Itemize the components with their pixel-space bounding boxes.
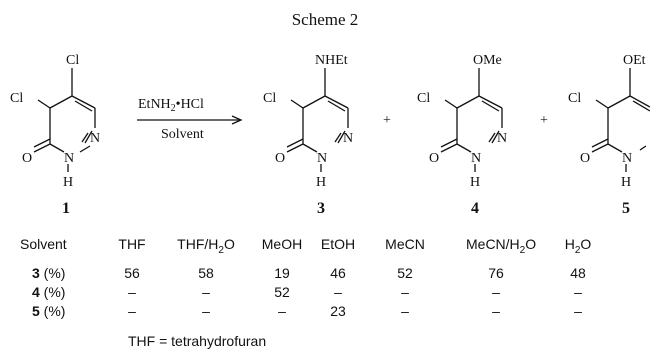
- compound-5-cl: Cl: [568, 91, 581, 106]
- cell-3-h2o: 48: [570, 265, 586, 281]
- compound-1-structure: Cl Cl O N N H 1: [10, 53, 100, 215]
- cell-3-thf: 56: [124, 265, 140, 281]
- compound-4-cl: Cl: [417, 91, 430, 106]
- compound-5-h: H: [621, 175, 631, 190]
- compound-5-o: O: [580, 151, 590, 166]
- cell-5-meoh: –: [278, 303, 286, 319]
- scheme-title: Scheme 2: [291, 10, 359, 29]
- solvent-header-h2o: H2O: [564, 236, 592, 256]
- compound-1-n-imine: N: [90, 131, 100, 146]
- solvent-header-meoh: MeOH: [261, 236, 303, 252]
- cell-4-mecn-h2o: –: [492, 284, 500, 300]
- cell-3-etoh: 46: [330, 265, 346, 281]
- reagent-label: EtNH2•HCl: [138, 97, 204, 114]
- compound-5-substituent: OEt: [623, 53, 646, 68]
- cell-5-mecn: –: [401, 303, 409, 319]
- compound-3-structure: NHEt Cl O N N H 3: [263, 53, 353, 215]
- cell-4-h2o: –: [574, 284, 582, 300]
- solvent-header-thf-h2o: THF/H2O: [177, 236, 235, 256]
- compound-3-substituent: NHEt: [315, 53, 348, 68]
- compound-1-o: O: [22, 151, 32, 166]
- compound-1-n-ring: N: [64, 151, 74, 166]
- cell-4-thf: –: [128, 284, 136, 300]
- compound-5-label: 5: [622, 200, 630, 215]
- compound-4-substituent: OMe: [473, 53, 502, 68]
- compound-1-substituent: Cl: [66, 53, 79, 68]
- cell-5-h2o: –: [574, 303, 582, 319]
- plus-sign-1: +: [383, 113, 391, 128]
- compound-5-structure: OEt Cl O N H 5: [568, 53, 650, 215]
- compound-4-h: H: [470, 175, 480, 190]
- reaction-arrow: EtNH2•HCl Solvent: [137, 97, 243, 142]
- row-label-5: 5 (%): [32, 303, 66, 319]
- cell-3-mecn: 52: [397, 265, 413, 281]
- solvent-header-mecn-h2o: MeCN/H2O: [466, 236, 537, 256]
- compound-4-structure: OMe Cl O N N H 4: [417, 53, 507, 215]
- cell-3-meoh: 19: [274, 265, 290, 281]
- compound-4-label: 4: [471, 200, 479, 215]
- cell-5-mecn-h2o: –: [492, 303, 500, 319]
- reaction-scheme: Cl Cl O N N H 1 EtNH2•HCl Solvent NHEt C…: [10, 53, 650, 215]
- condition-label: Solvent: [161, 127, 204, 142]
- compound-5-n-ring: N: [622, 151, 632, 166]
- solvent-header-mecn: MeCN: [385, 236, 425, 252]
- compound-3-label: 3: [317, 200, 325, 215]
- cell-4-meoh: 52: [274, 284, 290, 300]
- cell-4-etoh: –: [334, 284, 342, 300]
- compound-3-o: O: [275, 151, 285, 166]
- compound-4-n-ring: N: [471, 151, 481, 166]
- compound-3-h: H: [316, 175, 326, 190]
- row-label-4: 4 (%): [32, 284, 66, 300]
- cell-3-thf-h2o: 58: [198, 265, 214, 281]
- compound-4-o: O: [429, 151, 439, 166]
- compound-1-h: H: [63, 175, 73, 190]
- cell-3-mecn-h2o: 76: [488, 265, 504, 281]
- cell-4-mecn: –: [401, 284, 409, 300]
- solvent-header-thf: THF: [118, 236, 146, 252]
- solvent-header-etoh: EtOH: [320, 236, 356, 252]
- compound-4-n-imine: N: [497, 131, 507, 146]
- compound-3-n-imine: N: [343, 131, 353, 146]
- table-header-label: Solvent: [20, 236, 67, 252]
- cell-5-thf: –: [128, 303, 136, 319]
- row-label-3: 3 (%): [32, 265, 66, 281]
- cell-4-thf-h2o: –: [202, 284, 210, 300]
- compound-3-n-ring: N: [317, 151, 327, 166]
- cell-5-etoh: 23: [330, 303, 346, 319]
- compound-3-cl: Cl: [263, 91, 276, 106]
- cell-5-thf-h2o: –: [202, 303, 210, 319]
- plus-sign-2: +: [540, 113, 548, 128]
- footnote: THF = tetrahydrofuran: [128, 333, 267, 349]
- compound-1-label: 1: [62, 200, 70, 215]
- compound-1-cl: Cl: [10, 91, 23, 106]
